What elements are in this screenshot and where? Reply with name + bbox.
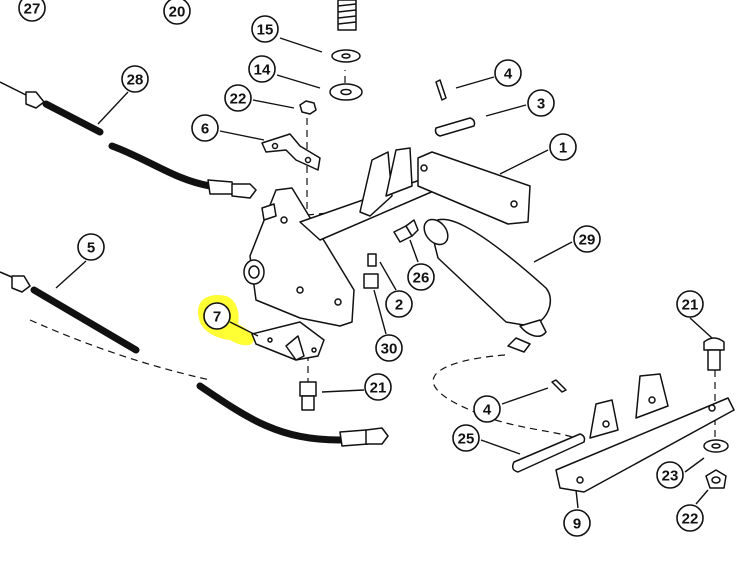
- callout-label: 15: [257, 22, 274, 39]
- callout-22: 22: [224, 84, 252, 112]
- callout-circle: [203, 302, 231, 330]
- bracket-7: [251, 321, 325, 361]
- callout-label: 25: [458, 431, 475, 448]
- callout-label: 1: [559, 140, 567, 157]
- callout-label: 27: [24, 1, 41, 18]
- callout-21: 21: [364, 373, 392, 401]
- callout-4: 4: [494, 59, 522, 87]
- callout-label: 22: [682, 511, 699, 528]
- callout-label: 14: [254, 62, 271, 79]
- callout-labels: 27 20 15 14 22 6 28 4 3 1 29 5 26 2 30 7 21 21 4 25 23 22 9: [18, 0, 704, 537]
- callout-label: 6: [201, 121, 209, 138]
- callout-30: 30: [375, 334, 403, 362]
- callout-circle: [407, 263, 435, 291]
- bolt-21-lower: [299, 381, 317, 411]
- callout-label: 4: [483, 402, 492, 419]
- callout-label: 29: [579, 232, 596, 249]
- callout-23: 23: [656, 461, 684, 489]
- callout-21: 21: [676, 290, 704, 318]
- callout-15: 15: [251, 15, 279, 43]
- callout-26: 26: [407, 263, 435, 291]
- callout-circle: [676, 290, 704, 318]
- bracket-9: [555, 373, 735, 493]
- main-plate: [243, 187, 355, 327]
- callout-label: 20: [169, 4, 186, 21]
- callout-circle: [494, 59, 522, 87]
- callout-circle: [375, 334, 403, 362]
- callout-label: 5: [87, 240, 95, 257]
- callout-label: 3: [537, 96, 545, 113]
- callout-circle: [364, 373, 392, 401]
- callout-label: 2: [395, 297, 403, 314]
- callout-circle: [527, 89, 555, 117]
- pins-lower: [511, 379, 586, 473]
- callout-label: 23: [662, 468, 679, 485]
- cable-5: [0, 271, 389, 447]
- cylinder-29: [423, 218, 551, 353]
- callout-circle: [163, 0, 191, 25]
- spring-assembly: [329, 0, 363, 101]
- callout-label: 9: [573, 516, 581, 533]
- callout-circle: [573, 225, 601, 253]
- callout-circle: [191, 114, 219, 142]
- callout-6: 6: [191, 114, 219, 142]
- bracket-6: [261, 133, 321, 171]
- callout-circle: [385, 290, 413, 318]
- callout-circle: [224, 84, 252, 112]
- bolt-21-right: [703, 337, 725, 371]
- callout-7: 7: [203, 302, 231, 330]
- callout-1: 1: [549, 133, 577, 161]
- callout-25: 25: [452, 424, 480, 452]
- callout-label: 28: [127, 72, 144, 89]
- callout-circle: [18, 0, 46, 22]
- callout-label: 30: [381, 341, 398, 358]
- shaft-assembly: [299, 147, 531, 241]
- callout-circle: [549, 133, 577, 161]
- callout-4: 4: [473, 395, 501, 423]
- hex-nut: [299, 100, 317, 115]
- fittings-2-30: [363, 253, 379, 289]
- callout-circle: [473, 395, 501, 423]
- callout-14: 14: [248, 55, 276, 83]
- callout-circle: [452, 424, 480, 452]
- callout-label: 21: [370, 380, 387, 397]
- washer-nut-right: [703, 439, 729, 489]
- callout-circle: [656, 461, 684, 489]
- callout-circle: [248, 55, 276, 83]
- callout-label: 22: [230, 91, 247, 108]
- elbow-fitting: [393, 219, 419, 243]
- callout-circle: [251, 15, 279, 43]
- callout-5: 5: [77, 233, 105, 261]
- callout-2: 2: [385, 290, 413, 318]
- callout-28: 28: [121, 65, 149, 93]
- callout-29: 29: [573, 225, 601, 253]
- callout-label: 26: [413, 270, 430, 287]
- callout-20: 20: [163, 0, 191, 25]
- callout-3: 3: [527, 89, 555, 117]
- callout-27: 27: [18, 0, 46, 22]
- callout-circle: [121, 65, 149, 93]
- pins-top: [434, 79, 476, 137]
- callout-label: 4: [504, 66, 513, 83]
- callout-9: 9: [563, 509, 591, 537]
- leader-lines: [55, 37, 713, 509]
- callout-circle: [563, 509, 591, 537]
- callout-circle: [77, 233, 105, 261]
- callout-label: 21: [682, 297, 699, 314]
- callout-22: 22: [676, 504, 704, 532]
- cable-28: [0, 81, 257, 199]
- callout-circle: [676, 504, 704, 532]
- callout-label: 7: [213, 309, 221, 326]
